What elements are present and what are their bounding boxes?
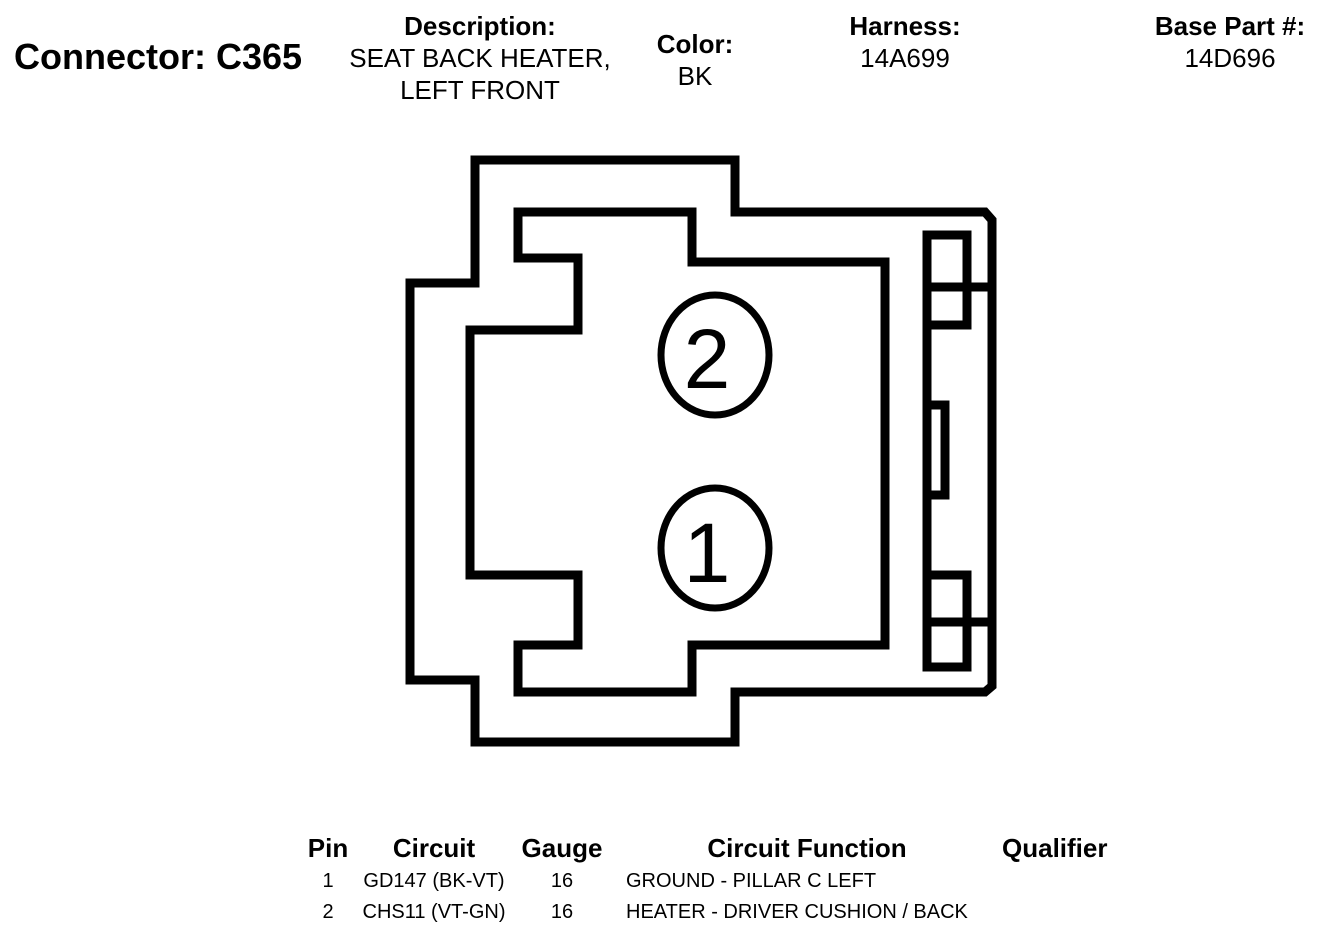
description-block: Description: SEAT BACK HEATER, LEFT FRON… [330, 10, 630, 106]
row-pin: 2 [322, 901, 334, 923]
row-function: HEATER - DRIVER CUSHION / BACK [626, 901, 968, 923]
color-label: Color: [656, 29, 734, 59]
header-qualifier: Qualifier [1002, 832, 1108, 863]
header-circuit-function: Circuit Function [707, 832, 907, 863]
row-qualifier [1002, 897, 1107, 928]
row-function: GROUND - PILLAR C LEFT [626, 870, 877, 892]
harness-block: Harness: 14A699 [800, 10, 1010, 74]
pin-table-header: Pin Circuit Gauge Circuit Function Quali… [300, 830, 1108, 866]
base-part-label: Base Part #: [1154, 11, 1306, 41]
row-gauge: 16 [550, 901, 574, 923]
connector-inner-cavity [465, 207, 890, 697]
description-label: Description: [404, 11, 556, 41]
description-value: SEAT BACK HEATER, LEFT FRONT [349, 43, 611, 105]
header-gauge: Gauge [521, 832, 603, 863]
row-pin: 1 [322, 870, 334, 892]
connector-face-diagram: 2 1 [405, 155, 997, 747]
header-pin: Pin [307, 832, 349, 863]
row-circuit: CHS11 (VT-GN) [362, 901, 506, 923]
table-row: 2 CHS11 (VT-GN) 16 HEATER - DRIVER CUSHI… [300, 897, 1107, 928]
latch-top [922, 230, 972, 330]
harness-label: Harness: [849, 11, 961, 41]
table-row: 1 GD147 (BK-VT) 16 GROUND - PILLAR C LEF… [300, 866, 1107, 897]
base-part-block: Base Part #: 14D696 [1130, 10, 1330, 74]
base-part-value: 14D696 [1184, 43, 1276, 73]
pin-2-cavity [657, 291, 773, 419]
connector-title: Connector: C365 [14, 36, 303, 77]
row-gauge: 16 [550, 870, 574, 892]
row-qualifier [1002, 866, 1107, 897]
latch-middle [927, 400, 950, 500]
pin-2-label: 2 [684, 312, 731, 406]
header-circuit: Circuit [392, 832, 476, 863]
harness-value: 14A699 [860, 43, 950, 73]
pin-table: Pin Circuit Gauge Circuit Function Quali… [300, 830, 1108, 928]
color-block: Color: BK [640, 28, 750, 92]
row-circuit: GD147 (BK-VT) [363, 870, 505, 892]
connector-outer-housing [405, 155, 997, 747]
pin-1-label: 1 [684, 506, 731, 600]
pin-1-cavity [657, 484, 773, 612]
color-value: BK [677, 61, 713, 91]
